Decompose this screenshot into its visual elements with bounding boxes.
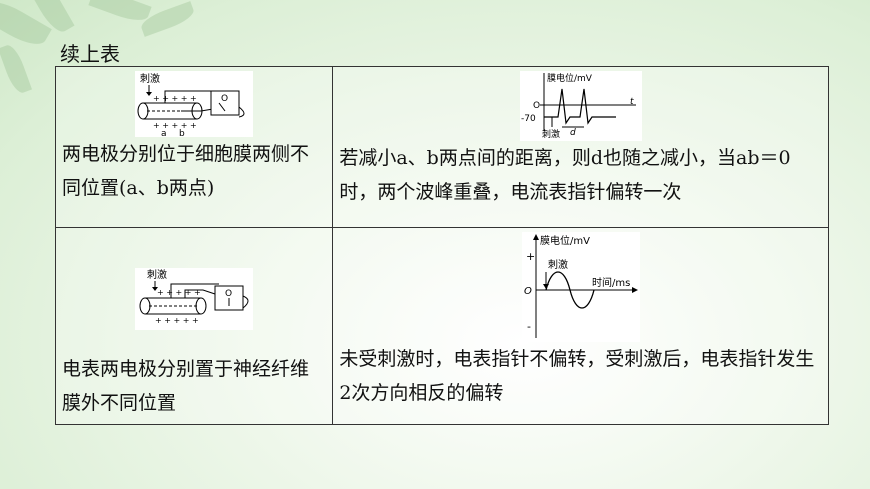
stim-label: 刺激 — [147, 268, 167, 281]
plus-bottom: + + + + + — [153, 121, 197, 130]
page-title: 续上表 — [60, 42, 120, 66]
comparison-table: 刺激 + + + + + + + + + + a b O — [54, 66, 829, 425]
point-a: a — [161, 129, 167, 137]
electrode-diagram: 刺激 + + + + + + + + + + O — [135, 268, 254, 330]
table-cell-left: 刺激 + + + + + + + + + + O — [54, 227, 334, 425]
origin-label: O — [524, 286, 532, 297]
right-description: 若减小a、b两点间的距离，则d也随之减小，当ab＝0时，两个波峰重叠，电流表指针… — [339, 147, 791, 203]
figure-electrodes-outside: 刺激 + + + + + + + + + + O — [56, 228, 332, 330]
figure-biphasic-graph: 膜电位/mV + - O 时间/ms 刺激 — [333, 228, 828, 342]
table-row: 刺激 + + + + + + + + + + a b O — [54, 66, 829, 228]
x-axis-label: t — [630, 97, 634, 107]
table-row: 刺激 + + + + + + + + + + O — [54, 227, 829, 425]
electrode-diagram: 刺激 + + + + + + + + + + a b O — [135, 71, 254, 137]
leaf-decoration — [88, 0, 152, 26]
x-axis-label: 时间/ms — [592, 276, 630, 289]
left-description: 两电极分别位于细胞膜两侧不同位置(a、b两点) — [62, 143, 310, 199]
left-description: 电表两电极分别置于神经纤维膜外不同位置 — [62, 358, 310, 414]
plus-top: + + + + + — [157, 288, 201, 297]
table-cell-right: 膜电位/mV + - O 时间/ms 刺激 未受刺激时，电表指针不偏转，受刺激后… — [332, 227, 829, 425]
meter-label: O — [225, 289, 232, 299]
plus-sign: + — [526, 250, 535, 263]
plus-top: + + + + + — [153, 94, 197, 103]
stim-label: 刺激 — [548, 258, 568, 271]
tick-70: -70 — [521, 114, 536, 124]
minus-sign: - — [527, 320, 531, 333]
table-cell-left: 刺激 + + + + + + + + + + a b O — [54, 66, 334, 228]
point-b: b — [179, 129, 185, 137]
potential-graph: 膜电位/mV O t -70 刺激 d — [519, 71, 642, 141]
stim-label: 刺激 — [542, 128, 560, 140]
meter-label: O — [221, 94, 228, 104]
y-axis-label: 膜电位/mV — [547, 72, 593, 84]
y-axis-label: 膜电位/mV — [540, 234, 590, 247]
plus-bottom: + + + + + — [155, 316, 199, 325]
stim-label: 刺激 — [140, 72, 160, 85]
origin-label: O — [533, 101, 540, 111]
figure-potential-graph: 膜电位/mV O t -70 刺激 d — [333, 67, 828, 141]
table-cell-right: 膜电位/mV O t -70 刺激 d 若减小a、b两点间的距离，则d也随之减小… — [332, 66, 829, 228]
figure-electrodes-across-membrane: 刺激 + + + + + + + + + + a b O — [56, 67, 332, 137]
d-label: d — [570, 128, 576, 138]
leaf-decoration — [0, 42, 33, 96]
right-description: 未受刺激时，电表指针不偏转，受刺激后，电表指针发生2次方向相反的偏转 — [339, 348, 815, 404]
biphasic-graph: 膜电位/mV + - O 时间/ms 刺激 — [521, 232, 640, 342]
